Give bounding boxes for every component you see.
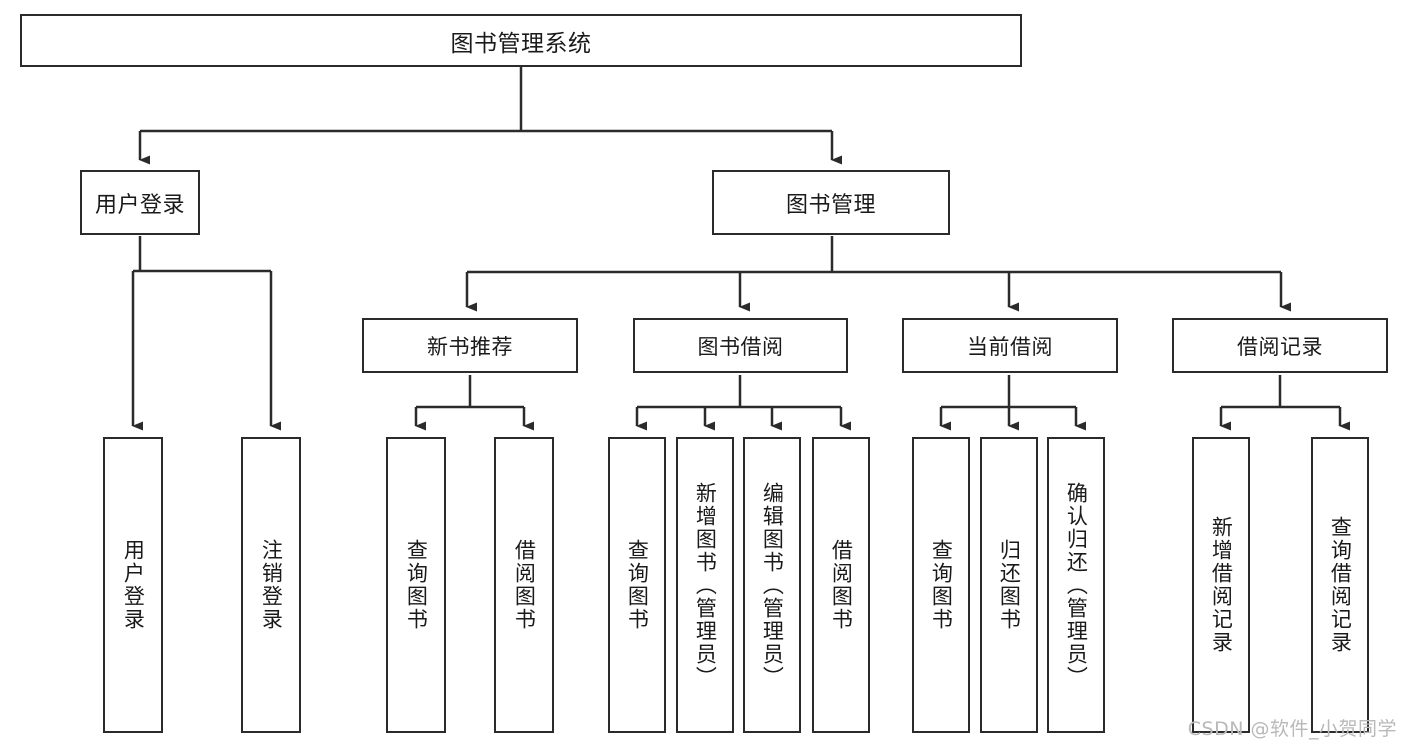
leaf-new-book-query-book[interactable]: 查询图书	[386, 437, 446, 733]
node-current-borrow[interactable]: 当前借阅	[902, 318, 1118, 373]
leaf-label: 查询图书	[404, 539, 429, 631]
leaf-label: 借阅图书	[512, 539, 537, 631]
leaf-label: 确认归还（管理员）	[1064, 481, 1089, 689]
leaf-current-borrow-return-book[interactable]: 归还图书	[980, 437, 1038, 733]
node-borrow-record[interactable]: 借阅记录	[1172, 318, 1388, 373]
node-user-login[interactable]: 用户登录	[80, 170, 200, 235]
node-book-management-label: 图书管理	[785, 192, 876, 218]
leaf-borrow-record-add-record[interactable]: 新增借阅记录	[1192, 437, 1250, 733]
node-book-management[interactable]: 图书管理	[712, 170, 950, 235]
node-current-borrow-label: 当前借阅	[967, 334, 1053, 359]
leaf-new-book-borrow-book[interactable]: 借阅图书	[494, 437, 554, 733]
node-borrow-record-label: 借阅记录	[1237, 334, 1323, 359]
node-book-borrow[interactable]: 图书借阅	[633, 318, 848, 373]
leaf-book-borrow-edit-book[interactable]: 编辑图书（管理员）	[743, 437, 801, 733]
leaf-book-borrow-add-book[interactable]: 新增图书（管理员）	[676, 437, 734, 733]
leaf-label: 查询借阅记录	[1328, 516, 1353, 654]
node-new-book-recommend[interactable]: 新书推荐	[362, 318, 578, 373]
leaf-label: 编辑图书（管理员）	[760, 481, 785, 689]
leaf-borrow-record-query-record[interactable]: 查询借阅记录	[1311, 437, 1369, 733]
leaf-label: 注销登录	[259, 539, 284, 631]
leaf-book-borrow-borrow-book[interactable]: 借阅图书	[812, 437, 870, 733]
node-root[interactable]: 图书管理系统	[20, 14, 1022, 67]
node-new-book-recommend-label: 新书推荐	[427, 334, 513, 359]
node-root-label: 图书管理系统	[450, 30, 592, 57]
leaf-label: 归还图书	[997, 539, 1022, 631]
leaf-user-login-login[interactable]: 用户登录	[103, 437, 163, 733]
leaf-label: 新增图书（管理员）	[693, 481, 718, 689]
leaf-label: 新增借阅记录	[1209, 516, 1234, 654]
leaf-label: 用户登录	[121, 539, 146, 631]
leaf-label: 查询图书	[625, 539, 650, 631]
node-book-borrow-label: 图书借阅	[697, 334, 784, 359]
leaf-current-borrow-query-book[interactable]: 查询图书	[912, 437, 970, 733]
leaf-book-borrow-query-book[interactable]: 查询图书	[608, 437, 666, 733]
leaf-label: 借阅图书	[829, 539, 854, 631]
leaf-label: 查询图书	[929, 539, 954, 631]
node-user-login-label: 用户登录	[94, 192, 185, 218]
leaf-current-borrow-confirm-return[interactable]: 确认归还（管理员）	[1047, 437, 1105, 733]
leaf-user-login-logout[interactable]: 注销登录	[241, 437, 301, 733]
